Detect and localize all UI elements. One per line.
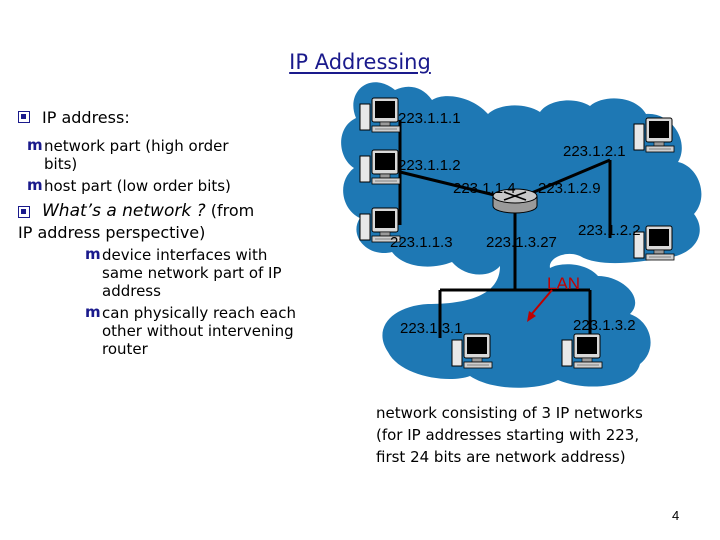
diagram-caption: network consisting of 3 IP networks (for… (376, 404, 643, 466)
address-label: 223.1.3.2 (573, 317, 636, 334)
router-icon (492, 188, 538, 214)
address-label: 223.1.2.2 (578, 222, 641, 239)
page-number: 4 (672, 508, 680, 523)
lan-pointer-line (529, 289, 553, 317)
address-label: 223.1.1.1 (398, 110, 461, 127)
address-label: 223.1.3.1 (400, 320, 463, 337)
sub-bullet-icon: m (27, 176, 43, 194)
sub-bullet-icon: m (85, 245, 101, 263)
network-cloud (341, 82, 702, 388)
address-label: 223.1.3.27 (486, 234, 557, 251)
address-label: 223.1.2.1 (563, 143, 626, 160)
sub-bullet-device-interfaces: m device interfaces with same network pa… (85, 245, 282, 300)
sub-bullet-icon: m (27, 136, 43, 154)
address-label: 223.1.1.3 (390, 234, 453, 251)
address-label: 223.1.1.4 (453, 180, 516, 197)
slide-title: IP Addressing (289, 50, 431, 74)
bullet-continuation: IP address perspective) (18, 223, 206, 242)
network-links (398, 120, 612, 292)
lan-label: LAN (547, 274, 581, 293)
sub-bullet-network-part: m network part (high order bits) (27, 136, 229, 173)
address-label: 223.1.1.2 (398, 157, 461, 174)
bullet-whats-a-network: What’s a network ? (from (18, 201, 338, 221)
bullet-list: IP address: m network part (high order b… (18, 108, 338, 358)
square-bullet-icon (18, 111, 30, 123)
address-label: 223.1.2.9 (538, 180, 601, 197)
sub-bullet-icon: m (85, 303, 101, 321)
sub-bullet-host-part: m host part (low order bits) (27, 176, 231, 195)
bullet-ip-address: IP address: (18, 108, 338, 127)
sub-bullet-physically-reach: m can physically reach each other withou… (85, 303, 296, 358)
lan-arrow-icon (527, 311, 536, 322)
square-bullet-icon (18, 206, 30, 218)
